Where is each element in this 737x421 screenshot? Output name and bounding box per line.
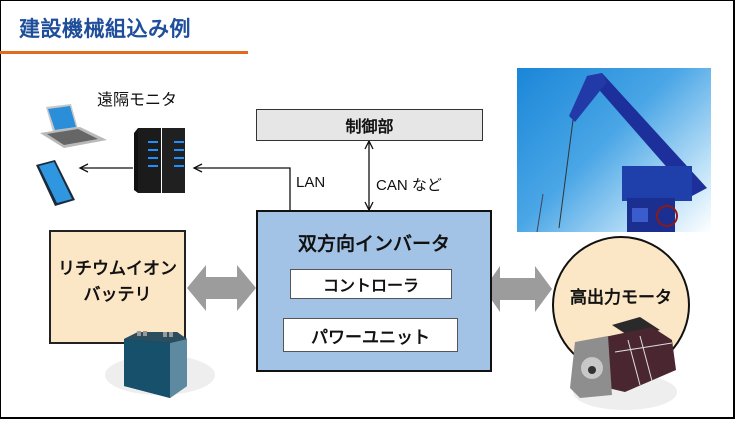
lan-line <box>194 167 291 210</box>
arrowhead-left-tablet <box>78 163 89 173</box>
inverter-title: 双方向インバータ <box>297 233 450 255</box>
can-label: CAN など <box>376 177 442 194</box>
motor-label: 高出力モータ <box>570 288 672 308</box>
inverter-box: 双方向インバータ コントローラ パワーユニット <box>256 210 492 372</box>
battery-icon <box>124 331 187 398</box>
battery-label-line2: バッテリ <box>83 285 152 305</box>
controller-component: コントローラ <box>290 269 452 299</box>
title-underline <box>0 51 248 54</box>
lan-label: LAN <box>296 174 326 191</box>
server-icon <box>134 128 185 193</box>
crane-icon <box>536 73 707 232</box>
battery-box: リチウムイオン バッテリ <box>49 230 186 344</box>
motor-icon <box>570 317 676 398</box>
tablet-icon <box>36 160 75 206</box>
remote-monitor-label: 遠隔モニタ <box>97 90 178 109</box>
controller-label: コントローラ <box>322 276 419 295</box>
battery-label-line1: リチウムイオン <box>58 259 177 279</box>
page-title: 建設機械組込み例 <box>19 17 191 41</box>
power-unit-component: パワーユニット <box>283 318 458 352</box>
crane-photo <box>517 68 711 232</box>
arrowhead-left-server <box>192 163 203 173</box>
control-unit-label: 制御部 <box>345 117 394 136</box>
arrowhead-up-can <box>364 139 374 150</box>
power-unit-label: パワーユニット <box>311 327 430 348</box>
battery-inverter-arrow <box>187 265 256 311</box>
inverter-motor-arrow <box>484 266 552 312</box>
control-unit-box: 制御部 <box>256 109 483 141</box>
laptop-icon <box>40 104 107 148</box>
